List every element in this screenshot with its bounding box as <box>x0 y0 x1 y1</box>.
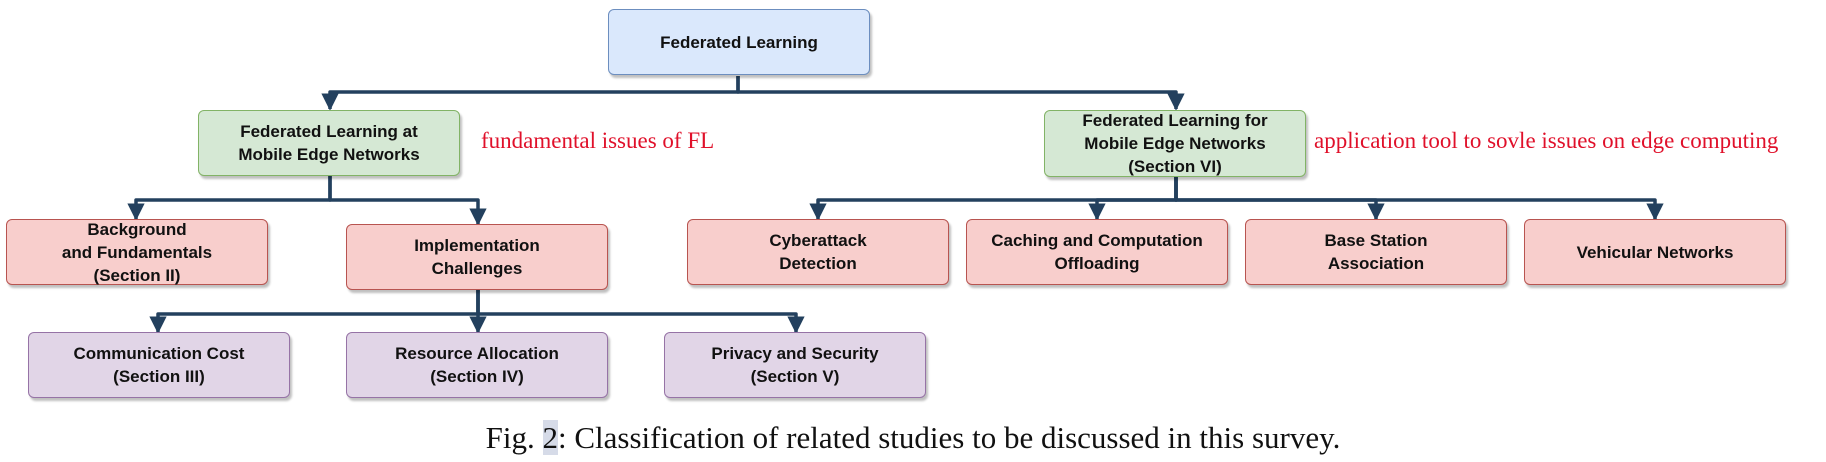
connector-root-right <box>736 76 1185 111</box>
note-application-tool: application tool to sovle issues on edge… <box>1314 128 1779 153</box>
node-privacy-security: Privacy and Security (Section V) <box>664 332 926 398</box>
connector-impl-privacy <box>476 290 805 334</box>
connector-left-background <box>127 176 332 221</box>
node-vehicular-networks: Vehicular Networks <box>1524 219 1786 285</box>
connector-right-cyber <box>809 177 1178 221</box>
node-fl-at-mobile-edge: Federated Learning at Mobile Edge Networ… <box>198 110 460 176</box>
connector-left-impl <box>328 176 487 226</box>
node-federated-learning: Federated Learning <box>608 9 870 75</box>
node-cyberattack-detection: Cyberattack Detection <box>687 219 949 285</box>
connector-right-base <box>1174 177 1385 221</box>
node-resource-allocation: Resource Allocation (Section IV) <box>346 332 608 398</box>
connector-root-left <box>321 76 740 111</box>
caption-figure-number: 2 <box>542 420 559 455</box>
connector-impl-comm <box>149 290 480 334</box>
node-fl-for-mobile-edge: Federated Learning for Mobile Edge Netwo… <box>1044 110 1306 177</box>
node-implementation-challenges: Implementation Challenges <box>346 224 608 290</box>
node-base-station-association: Base Station Association <box>1245 219 1507 285</box>
connector-right-vehicular <box>1174 177 1664 221</box>
connector-right-caching <box>1088 177 1178 221</box>
caption-prefix: Fig. <box>485 420 543 455</box>
node-background-fundamentals: Background and Fundamentals (Section II) <box>6 219 268 285</box>
note-fundamental-issues: fundamental issues of FL <box>481 128 715 153</box>
figure-caption: Fig. 2: Classification of related studie… <box>0 420 1826 456</box>
node-communication-cost: Communication Cost (Section III) <box>28 332 290 398</box>
node-caching-offloading: Caching and Computation Offloading <box>966 219 1228 285</box>
caption-text: : Classification of related studies to b… <box>558 420 1341 455</box>
